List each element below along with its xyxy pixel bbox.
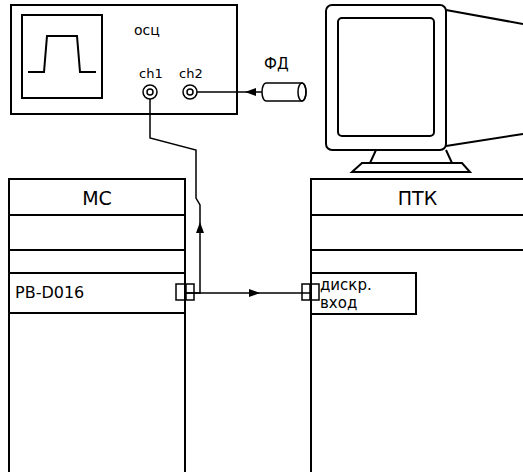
photodiode — [298, 83, 306, 101]
input-module-box: дискр. вход — [312, 272, 417, 315]
signal-wire — [184, 289, 312, 297]
pulse-waveform — [28, 36, 96, 72]
ch2-socket — [187, 89, 193, 95]
arrow-head — [245, 88, 256, 96]
photodiode — [262, 83, 306, 101]
node-text: МС — [10, 187, 184, 210]
node-text: ФД — [264, 55, 304, 73]
probe-wire — [149, 99, 151, 115]
node-text: ПТК — [312, 187, 523, 210]
ch1-socket — [147, 89, 153, 95]
ch1-socket — [143, 85, 157, 99]
cabinet-band — [8, 215, 523, 250]
monitor-illustration — [326, 5, 523, 172]
arrow-head — [196, 222, 204, 233]
node-text: PB-D016 — [15, 283, 165, 302]
wire-line — [184, 292, 312, 294]
channel-label: ch2 — [179, 66, 203, 82]
cabinet-box: ПТК дискр. вход — [310, 178, 523, 472]
signal-wire — [238, 88, 262, 96]
photodiode: ФД — [262, 55, 308, 103]
probe-wire — [197, 91, 238, 93]
node-text: дискр. вход — [320, 276, 400, 312]
cabinet-box: МС PB-D016 — [8, 178, 186, 472]
scope-screen — [22, 15, 102, 98]
ch2-socket — [183, 85, 197, 99]
oscilloscope-box: осц — [10, 4, 238, 115]
signal-wire — [150, 115, 204, 293]
node-text: осц — [134, 22, 194, 39]
arrow-head — [249, 289, 260, 297]
channel-label: ch1 — [139, 66, 163, 82]
module-box: PB-D016 — [10, 272, 184, 314]
wire-line — [150, 115, 200, 293]
